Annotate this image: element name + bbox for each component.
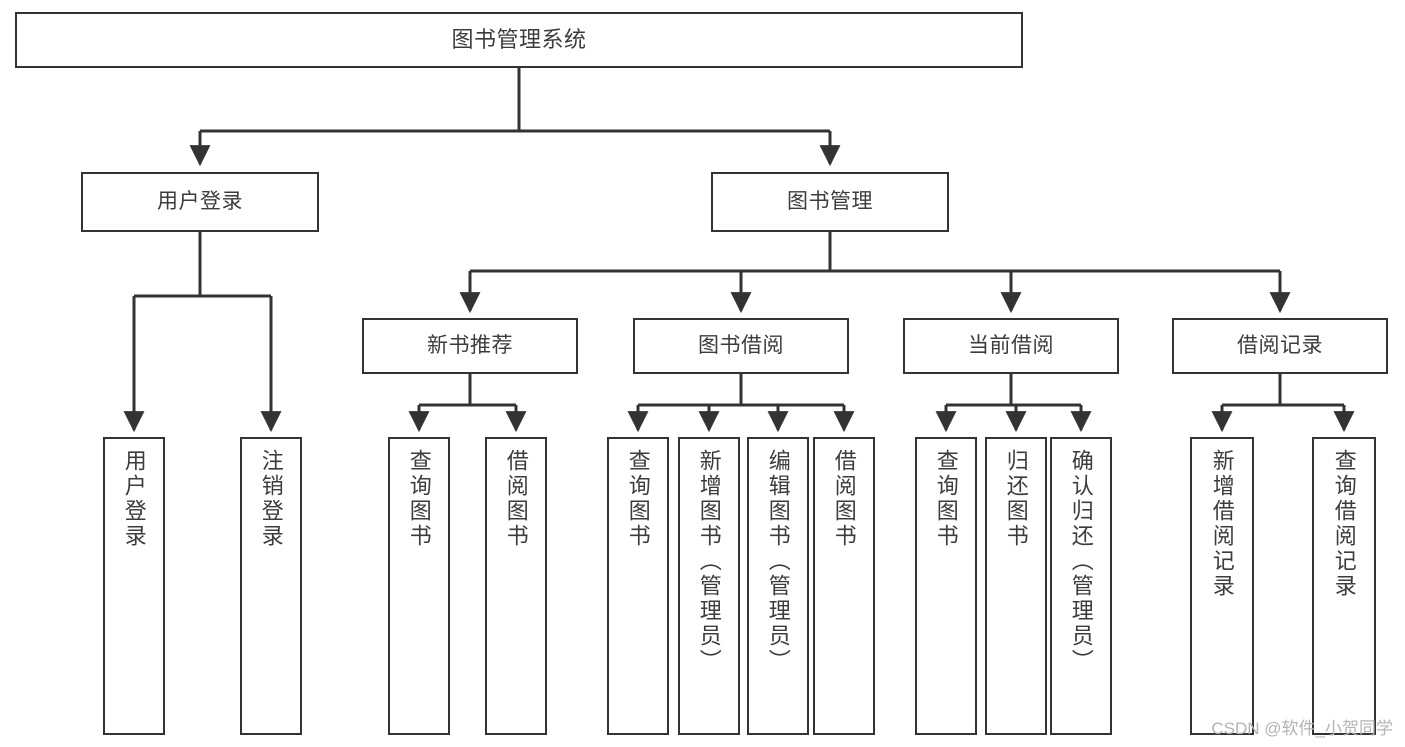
node-label: 借阅图书 <box>831 449 857 549</box>
leaf-confirm-return-admin[interactable]: 确认归还（管理员） <box>1050 437 1112 735</box>
node-label: 新增借阅记录 <box>1209 449 1235 599</box>
node-label: 查询图书 <box>625 449 651 549</box>
node-borrow-record[interactable]: 借阅记录 <box>1172 318 1388 374</box>
node-label: 归还图书 <box>1003 449 1029 549</box>
node-label: 新书推荐 <box>427 334 513 358</box>
leaf-user-login[interactable]: 用户登录 <box>103 437 165 735</box>
node-label: 用户登录 <box>157 190 243 214</box>
node-label: 新增图书（管理员） <box>696 449 722 674</box>
node-user-login[interactable]: 用户登录 <box>81 172 319 232</box>
leaf-borrow-book-under-recommend[interactable]: 借阅图书 <box>485 437 547 735</box>
leaf-add-book-admin[interactable]: 新增图书（管理员） <box>678 437 740 735</box>
node-label: 当前借阅 <box>968 334 1054 358</box>
node-label: 用户登录 <box>121 449 147 549</box>
leaf-edit-book-admin[interactable]: 编辑图书（管理员） <box>747 437 809 735</box>
node-book-borrow[interactable]: 图书借阅 <box>633 318 849 374</box>
node-label: 借阅图书 <box>503 449 529 549</box>
node-label: 编辑图书（管理员） <box>765 449 791 674</box>
node-label: 查询图书 <box>406 449 432 549</box>
node-label: 图书管理系统 <box>451 26 587 52</box>
node-label: 图书管理 <box>787 190 873 214</box>
node-label: 查询图书 <box>933 449 959 549</box>
leaf-return-book[interactable]: 归还图书 <box>985 437 1047 735</box>
node-label: 借阅记录 <box>1237 334 1323 358</box>
leaf-borrow-book[interactable]: 借阅图书 <box>813 437 875 735</box>
node-book-manage[interactable]: 图书管理 <box>711 172 949 232</box>
leaf-query-borrow-record[interactable]: 查询借阅记录 <box>1312 437 1376 735</box>
node-root-system[interactable]: 图书管理系统 <box>15 12 1023 68</box>
leaf-query-book-under-borrow[interactable]: 查询图书 <box>607 437 669 735</box>
node-label: 注销登录 <box>258 449 284 549</box>
node-label: 图书借阅 <box>698 334 784 358</box>
watermark-text: CSDN @软件_小贺同学 <box>1211 719 1393 738</box>
node-label: 确认归还（管理员） <box>1068 449 1094 674</box>
leaf-query-book-under-current[interactable]: 查询图书 <box>915 437 977 735</box>
leaf-add-borrow-record[interactable]: 新增借阅记录 <box>1190 437 1254 735</box>
leaf-logout[interactable]: 注销登录 <box>240 437 302 735</box>
node-label: 查询借阅记录 <box>1331 449 1357 599</box>
node-new-book-recommend[interactable]: 新书推荐 <box>362 318 578 374</box>
node-current-borrow[interactable]: 当前借阅 <box>903 318 1119 374</box>
leaf-query-book-under-recommend[interactable]: 查询图书 <box>388 437 450 735</box>
